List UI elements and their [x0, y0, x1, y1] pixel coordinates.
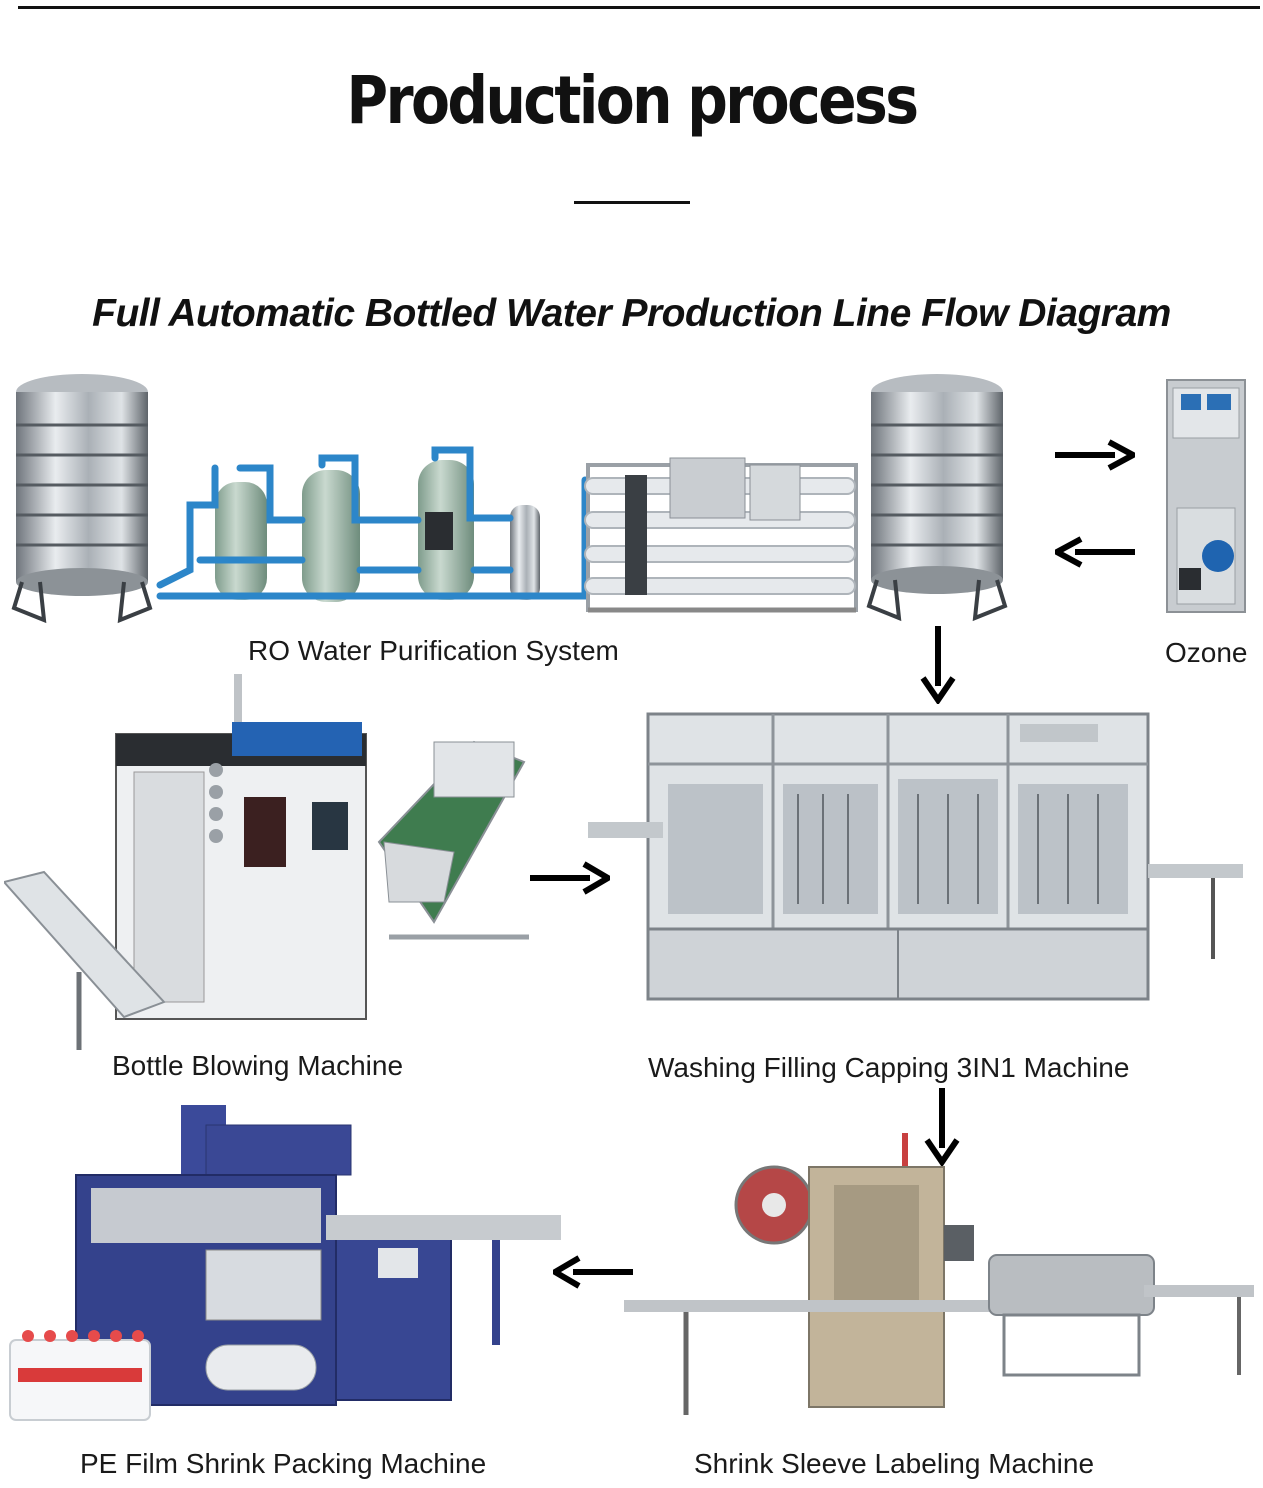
stage-label-filling: Washing Filling Capping 3IN1 Machine — [648, 1052, 1129, 1084]
ro-system-image — [10, 370, 860, 632]
stage-label-packing: PE Film Shrink Packing Machine — [80, 1448, 486, 1480]
diagram-title: Full Automatic Bottled Water Production … — [0, 292, 1263, 336]
bottle-blowing-machine-image — [4, 672, 534, 1057]
arrow-ro-to-ozone — [1053, 438, 1135, 472]
arrow-ro-to-filling — [918, 624, 958, 704]
top-rule — [18, 6, 1260, 9]
arrow-blowing-to-filling — [528, 860, 610, 896]
arrow-filling-to-labeling — [922, 1086, 962, 1166]
title-underline — [574, 201, 690, 204]
page-title: Production process — [88, 62, 1174, 139]
arrow-labeling-to-packing — [553, 1254, 635, 1290]
arrow-ozone-to-ro — [1055, 535, 1137, 569]
stage-label-labeling: Shrink Sleeve Labeling Machine — [694, 1448, 1094, 1480]
stage-label-ozone: Ozone — [1165, 637, 1248, 669]
storage-tank-image — [865, 370, 1015, 630]
shrink-packing-machine-image — [6, 1100, 566, 1440]
sleeve-labeling-machine-image — [624, 1125, 1256, 1430]
ozone-generator-image — [1163, 378, 1249, 614]
stage-label-ro: RO Water Purification System — [248, 635, 619, 667]
stage-label-blowing: Bottle Blowing Machine — [112, 1050, 403, 1082]
filling-machine-image — [588, 704, 1258, 1009]
